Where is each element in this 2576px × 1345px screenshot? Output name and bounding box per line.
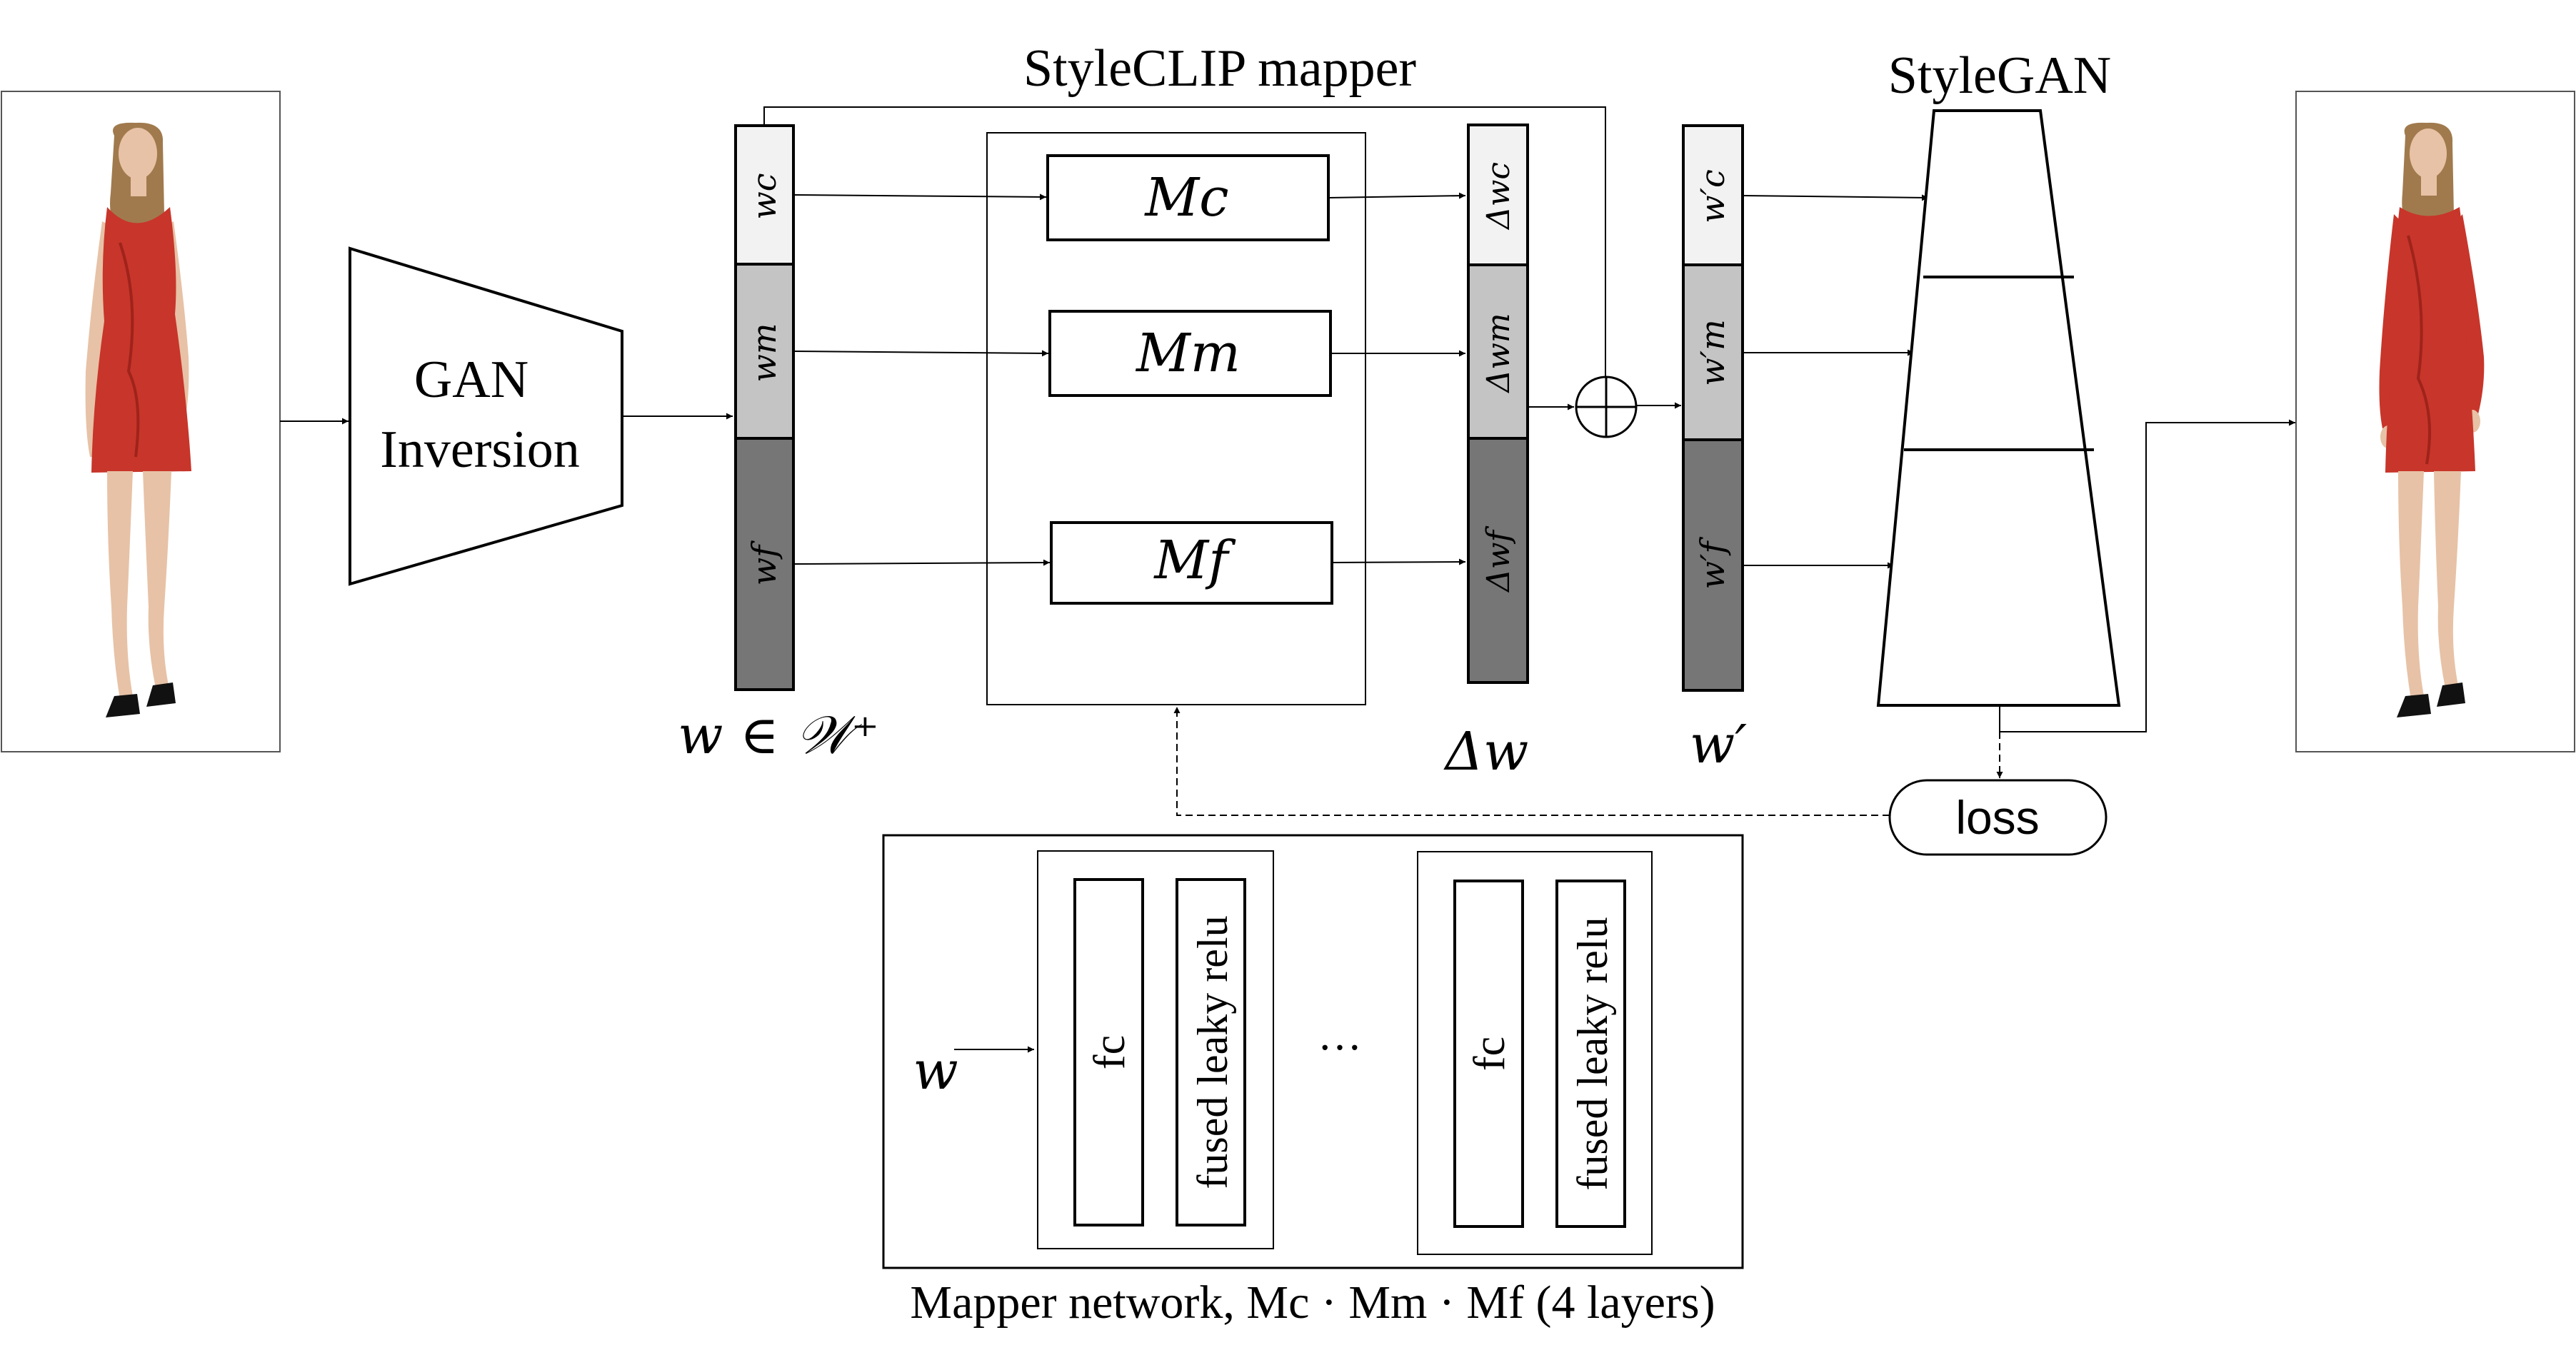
w-in-wplus-label: w ∈ 𝒲⁺: [678, 705, 879, 766]
stylegan-block: [1876, 109, 2121, 707]
mapper-mf-label: Mf: [1153, 530, 1236, 591]
latent-w-prime-stack: w′c w′m w′f: [1682, 124, 1744, 692]
styleclip-mapper-title: StyleCLIP mapper: [1023, 39, 1416, 98]
w-medium-label: wm: [745, 323, 783, 383]
w-coarse-label: wc: [745, 173, 783, 219]
ellipsis: …: [1318, 1011, 1362, 1059]
skip-connection-w-to-plus: [763, 106, 1609, 388]
gan-inversion-label-line1: GAN: [414, 351, 528, 409]
arrow-wpc-to-stylegan: [1742, 194, 1929, 201]
loss-label: loss: [1955, 791, 2039, 844]
loss-feedback-to-mapper: [1173, 707, 1890, 816]
w-prime-label: w′: [1690, 714, 1747, 775]
dw-fine-label: Δwf: [1480, 525, 1517, 593]
fc-block-1: [1073, 878, 1144, 1226]
latent-w-stack: wc wm wf: [734, 124, 795, 691]
input-model-figure: [85, 122, 191, 717]
styleclip-mapper-box: Mc Mm Mf: [986, 132, 1366, 705]
leaky-relu-block-1: [1176, 878, 1246, 1226]
stylegan-title: StyleGAN: [1888, 46, 2111, 105]
wp-coarse-label: w′c: [1693, 169, 1732, 223]
mapper-mm-box: [1048, 310, 1332, 397]
gan-inversion-label-line2: Inversion: [380, 420, 580, 479]
arrow-mc-to-dwc: [1328, 192, 1466, 199]
leaky-relu-label-1: fused leaky relu: [1189, 915, 1236, 1189]
delta-w-stack: Δwc Δwm Δwf: [1467, 124, 1529, 684]
dw-fine-segment: [1467, 437, 1529, 684]
dw-medium-label: Δwm: [1480, 313, 1517, 393]
w-fine-label: wf: [745, 540, 783, 585]
leaky-relu-label-4: fused leaky relu: [1569, 917, 1616, 1190]
fc-label-4: fc: [1465, 1037, 1514, 1071]
dw-coarse-label: Δwc: [1480, 162, 1517, 231]
arrow-mf-to-dwf: [1331, 558, 1466, 565]
layer-group-4: fc fused leaky relu: [1417, 851, 1653, 1255]
input-image-panel: [1, 91, 281, 752]
mapper-mf-box: [1050, 521, 1333, 605]
output-image-panel: [2295, 91, 2575, 752]
output-model-figure: [2379, 122, 2485, 717]
mapper-network-caption: Mapper network, Mc · Mm · Mf (4 layers): [910, 1276, 1715, 1329]
arrow-stylegan-to-output: [1999, 419, 2295, 732]
gan-inversion-block: GAN Inversion: [349, 246, 623, 586]
fc-label-1: fc: [1086, 1035, 1134, 1069]
layer-group-1: fc fused leaky relu: [1037, 850, 1274, 1249]
arrow-wc-to-mc: [793, 193, 1047, 201]
leaky-relu-block-4: [1555, 880, 1626, 1228]
addition-node: [1575, 376, 1638, 438]
wp-medium-segment: [1682, 263, 1744, 441]
mapper-network-detail: w fc fused leaky relu … fc fused leaky r…: [882, 834, 1744, 1269]
mapper-input-w-label: w: [913, 1040, 958, 1102]
dw-coarse-segment: [1467, 124, 1529, 266]
mapper-mc-label: Mc: [1143, 167, 1228, 228]
arrow-wm-to-mm: [793, 350, 1049, 357]
mapper-mc-box: [1046, 154, 1330, 241]
delta-w-label: Δw: [1443, 721, 1529, 782]
loss-node: loss: [1888, 779, 2108, 856]
dw-medium-segment: [1467, 263, 1529, 440]
wp-fine-label: w′f: [1693, 537, 1732, 590]
wp-medium-label: w′m: [1693, 319, 1732, 386]
wp-fine-segment: [1682, 438, 1744, 692]
arrow-wf-to-mf: [793, 559, 1051, 566]
mapper-mm-label: Mm: [1135, 323, 1241, 384]
w-fine-segment: [734, 437, 795, 691]
fc-block-4: [1453, 880, 1524, 1228]
wp-coarse-segment: [1682, 124, 1744, 266]
